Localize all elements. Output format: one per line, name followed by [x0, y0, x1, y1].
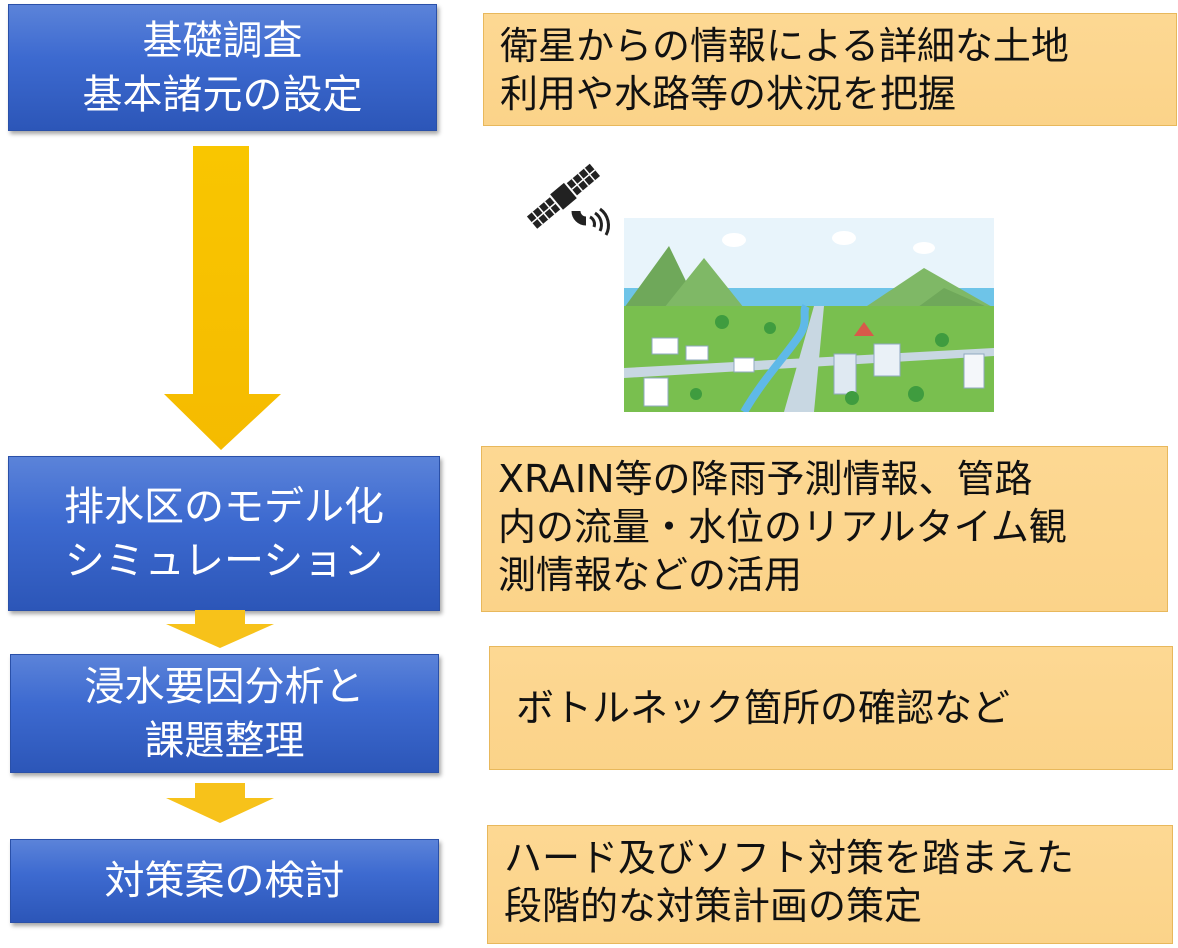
note-countermeasure-plan-line-1: ハード及びソフト対策を踏まえた: [504, 836, 1075, 880]
note-bottleneck-line-1: ボトルネック箇所の確認など: [516, 686, 1011, 730]
step-flood-analysis-line-2: 課題整理: [144, 717, 305, 764]
step-countermeasure-review-line-1: 対策案の検討: [104, 858, 345, 904]
flow-arrow-small-1: [160, 610, 280, 650]
note-realtime-data-line-1: XRAIN等の降雨予測情報、管路: [498, 457, 1033, 501]
note-satellite-info-line-2: 利用や水路等の状況を把握: [500, 72, 957, 116]
note-realtime-data: XRAIN等の降雨予測情報、管路 内の流量・水位のリアルタイム観 測情報などの活…: [481, 446, 1168, 612]
step-basic-survey-line-2: 基本諸元の設定: [82, 71, 363, 118]
step-model-simulation-line-1: 排水区のモデル化: [64, 483, 384, 530]
step-basic-survey-line-1: 基礎調査: [142, 17, 303, 64]
town-landscape-illustration: [624, 218, 994, 412]
flow-arrow-large: [150, 146, 292, 452]
satellite-icon: [520, 155, 620, 245]
note-realtime-data-line-2: 内の流量・水位のリアルタイム観: [498, 505, 1067, 549]
note-satellite-info-line-1: 衛星からの情報による詳細な土地: [500, 24, 1069, 68]
step-countermeasure-review: 対策案の検討: [10, 839, 439, 923]
step-model-simulation: 排水区のモデル化 シミュレーション: [8, 456, 440, 611]
step-model-simulation-line-2: シミュレーション: [64, 537, 384, 584]
note-countermeasure-plan-line-2: 段階的な対策計画の策定: [504, 884, 923, 928]
note-bottleneck: ボトルネック箇所の確認など: [489, 646, 1173, 770]
flow-arrow-small-2: [160, 783, 280, 825]
note-realtime-data-line-3: 測情報などの活用: [498, 553, 803, 597]
note-satellite-info: 衛星からの情報による詳細な土地 利用や水路等の状況を把握: [483, 13, 1177, 126]
step-basic-survey: 基礎調査 基本諸元の設定: [8, 4, 437, 131]
step-flood-analysis: 浸水要因分析と 課題整理: [10, 654, 439, 773]
step-flood-analysis-line-1: 浸水要因分析と: [84, 663, 365, 710]
note-countermeasure-plan: ハード及びソフト対策を踏まえた 段階的な対策計画の策定: [487, 825, 1173, 944]
